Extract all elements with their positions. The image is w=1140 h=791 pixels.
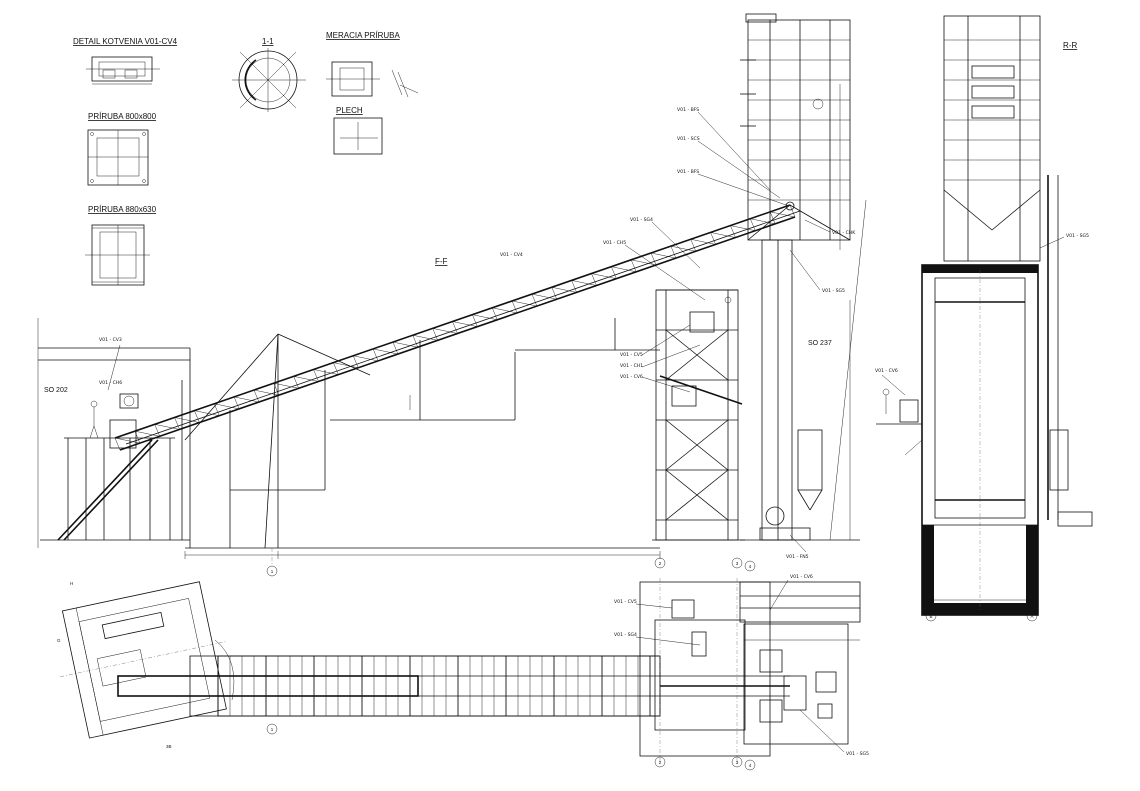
detail-anchor-title: DETAIL KOTVENIA V01-CV4 [73,37,178,46]
tag-sg4-plan: V01 - SG4 [614,632,637,638]
plan-axis-4: 4 [749,763,752,768]
tag-cv6-plan: V01 - CV6 [790,574,813,580]
rr-levels [944,39,1040,181]
section-1-1-title: 1-1 [262,37,274,46]
tag-bfs-lower: V01 - BFS [677,169,699,175]
plan-conveyor-grid [217,656,651,716]
plan-building-so202 [60,581,227,739]
flange-880-block: PRÍRUBA 880x630 [85,205,157,286]
flange-800-title: PRÍRUBA 800x800 [88,112,157,121]
axis-marker-4: 4 [749,564,752,569]
ff-equipment-tags: V01 - BFS V01 - SCS V01 - BFS V01 - SG4 … [99,107,856,560]
flange-880-title: PRÍRUBA 880x630 [88,205,157,214]
axis-marker-3b: 3B [166,744,172,749]
tag-cv5: V01 - CV5 [620,352,643,358]
detail-anchor-block: DETAIL KOTVENIA V01-CV4 [73,37,178,85]
plan-axis-2: 2 [659,760,662,765]
plan-axis-1: 1 [271,727,274,732]
tag-scs: V01 - SCS [677,136,700,142]
tag-sg5-elev: V01 - SG5 [822,288,845,294]
filter-tower: SO 237 [740,13,867,541]
tag-ch5: V01 - CH5 [603,240,626,246]
silo-levels [740,39,850,201]
view-rr-title: R-R [1063,41,1077,50]
measuring-flange-block: MERACIA PRÍRUBA PLECH [326,31,419,155]
axis-marker-a: A [1030,614,1033,619]
tag-ch1: V01 - CH1 [620,363,643,369]
transfer-tower [652,289,745,541]
tag-ch6: V01 - CH6 [99,380,122,386]
tag-cv4-elev: V01 - CV4 [500,252,523,258]
plan-view: H G 3B V01 - CV5 V01 - SG4 [57,574,869,771]
axis-marker-1: 1 [271,569,274,574]
view-ff-title: F-F [435,257,448,266]
tag-sg5-rr: V01 - SG5 [1066,233,1089,239]
tag-chk: V01 - CHK [832,230,856,236]
tag-cv5-plan: V01 - CV5 [614,599,637,605]
tag-sg4-top: V01 - SG4 [630,217,653,223]
tag-bfs-upper: V01 - BFS [677,107,699,113]
tag-cv3: V01 - CV3 [99,337,122,343]
axis-marker-b: B [929,614,932,619]
conveyor-cv4 [109,204,801,559]
tag-sg5-plan: V01 - SG5 [846,751,869,757]
tag-cv6-rr: V01 - CV6 [875,368,898,374]
tag-cv6: V01 - CV6 [620,374,643,380]
axis-marker-g: G [57,638,61,643]
zone-so237-label: SO 237 [808,340,832,347]
conveyor-truss [114,204,796,451]
building-so202: SO 202 [37,318,191,548]
plan-axis-3: 3 [736,760,739,765]
tag-fn5: V01 - FN5 [786,554,809,560]
axis-marker-3: 3 [736,561,739,566]
tower-levels [656,289,738,521]
axis-marker-h: H [70,581,73,586]
zone-so202-label: SO 202 [44,387,68,394]
axis-marker-2: 2 [659,561,662,566]
measuring-flange-title: MERACIA PRÍRUBA [326,31,400,40]
elevation-ff: F-F SO 202 [37,13,867,577]
sheet-title: PLECH [336,106,363,115]
ff-axis-markers: 1 2 3 4 [266,548,756,577]
section-rr: R-R V01 - SG5 V01 - CV6 [875,15,1093,622]
flange-800-block: PRÍRUBA 800x800 [87,112,157,186]
section-1-1-block: 1-1 [232,37,306,112]
